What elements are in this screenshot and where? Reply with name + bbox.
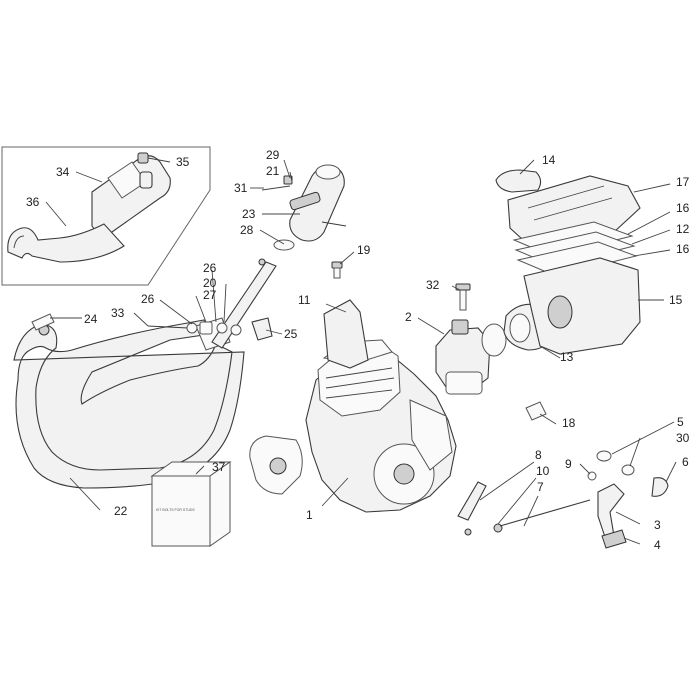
silencer-bolt-31 [261,185,291,191]
callout-7: 7 [537,480,544,494]
callout-15: 15 [669,293,683,307]
exhaust-spring [31,313,55,331]
callout-32: 32 [426,278,440,292]
callout-10: 10 [536,464,550,478]
link-pipe [211,261,277,349]
intake-boot-ring [509,313,531,343]
callout-27: 27 [203,288,217,302]
screw-19 [331,261,343,279]
callout-16a: 16 [676,201,690,215]
airbox-lid-ribs [527,185,613,221]
callout-18: 18 [562,416,576,430]
callout-19: 19 [357,243,371,257]
callout-20: 20 [203,276,217,290]
nut-lower [464,528,472,536]
callout-14: 14 [542,153,556,167]
washer-26a [186,322,198,334]
inset-frame [1,146,211,286]
inset-clamp [139,171,153,189]
callout-3: 3 [654,518,661,532]
generator-hub [393,463,415,485]
callout-23: 23 [242,207,256,221]
screw-32 [459,287,467,311]
callout-13: 13 [560,350,574,364]
kit-box-37: KIT BOLTS FOR STUDS [150,461,232,547]
leader-lines [45,157,677,545]
link-pipe-end [258,258,266,266]
inset-exhaust-group [1,146,211,286]
bolt-33 [147,325,189,329]
silencer-group [261,164,347,251]
callout-24: 24 [84,312,98,326]
washer-30 [621,464,635,476]
callout-labels: 1 2 3 4 5 6 7 8 9 10 11 12 13 14 15 16 1… [26,148,690,552]
callout-1: 1 [306,508,313,522]
callout-2: 2 [405,310,412,324]
kickstarter-group [457,450,669,549]
cylinder-fins [325,367,395,399]
washer-26b [230,324,242,336]
screw-32-head [455,283,471,291]
callout-31: 31 [234,181,248,195]
washer-20 [216,322,228,334]
callout-25: 25 [284,327,298,341]
gasket-28 [273,239,295,251]
callout-35: 35 [176,155,190,169]
kick-pedal-4 [601,529,627,549]
inset-exhaust-pipe [7,223,125,263]
callout-4: 4 [654,538,661,552]
callout-8: 8 [535,448,542,462]
callout-29: 29 [266,148,280,162]
airbox-body [523,257,641,355]
callout-22: 22 [114,504,128,518]
bracket-25 [251,317,273,341]
callout-21: 21 [266,164,280,178]
callout-33: 33 [111,306,125,320]
inset-pipe-detail [13,235,25,249]
clutch-cover [409,399,453,471]
spring-27 [199,321,213,335]
link-pipe-group [147,258,277,349]
carburettor-bowl [445,371,483,395]
callout-17: 17 [676,175,690,189]
bolt-6 [651,477,669,497]
callout-5: 5 [677,415,684,429]
silencer-bolt [321,221,347,227]
box-front [151,475,211,547]
callout-6: 6 [682,455,689,469]
carburettor-top [451,319,469,335]
silencer-clamp [289,191,321,211]
callout-26a: 26 [203,261,217,275]
carburettor-group [435,283,507,395]
callout-28: 28 [240,223,254,237]
callout-12: 12 [676,222,690,236]
box-side [209,461,231,547]
callout-34: 34 [56,165,70,179]
callout-16b: 16 [676,242,690,256]
pump-hub [269,457,287,475]
bracket-11 [323,299,369,369]
airbox-outlet [547,295,573,329]
shift-link-8 [457,481,487,521]
carburettor-intake [481,323,507,357]
callout-30: 30 [676,431,690,445]
silencer-end-cap [315,164,341,180]
callout-26b: 26 [141,292,155,306]
box-label: KIT BOLTS FOR STUDS [156,508,195,512]
hose-clamp-14 [495,169,542,193]
linkage-rod-7 [499,499,591,527]
inset-clip-35 [137,152,149,164]
airbox-group [507,175,641,355]
callout-36: 36 [26,195,40,209]
callout-11: 11 [298,293,311,307]
clip-18 [525,401,547,421]
callout-9: 9 [565,457,572,471]
bushing-5 [596,450,612,462]
kick-lever-3 [597,483,625,541]
callout-37: 37 [212,460,226,474]
